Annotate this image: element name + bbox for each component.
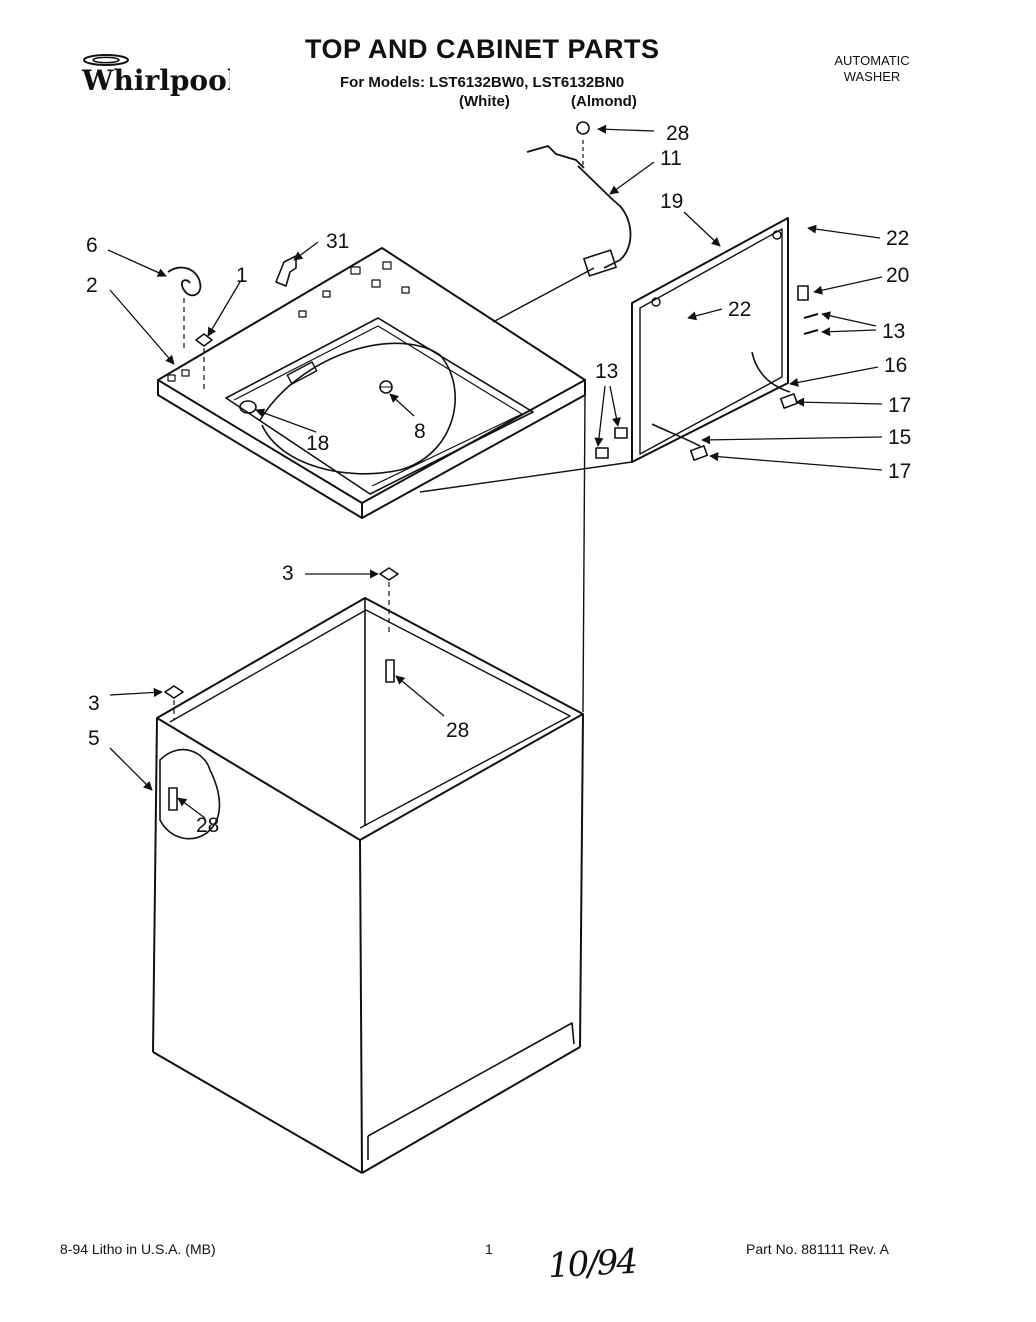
part-3-clips [164, 567, 399, 720]
callout-16: 16 [884, 354, 907, 377]
callout-17-lower: 17 [888, 460, 911, 483]
callout-18: 18 [306, 432, 329, 455]
variant-white: (White) [459, 93, 510, 110]
part-17-fittings [689, 393, 799, 461]
variant-almond: (Almond) [571, 93, 637, 110]
part-11-lid-switch-harness [526, 121, 632, 277]
page-title: TOP AND CABINET PARTS [305, 34, 660, 64]
callout-28-mid: 28 [446, 719, 469, 742]
callout-22-top: 22 [886, 227, 909, 250]
product-type-line-2: WASHER [843, 69, 901, 84]
callout-13-left: 13 [595, 360, 618, 383]
part-31-bracket [275, 255, 297, 287]
part-number: Part No. 881111 Rev. A [746, 1241, 889, 1257]
part-5-cabinet [152, 597, 584, 1174]
callout-1: 1 [236, 264, 248, 287]
part-1-clip [195, 333, 213, 390]
part-20-clip [797, 285, 809, 301]
brand-name: Whirlpool [81, 64, 230, 97]
washer-top-panel [157, 247, 586, 519]
page-number: 1 [485, 1241, 493, 1257]
part-6-hinge-clip [167, 266, 202, 352]
models-line: For Models: LST6132BW0, LST6132BN0 [340, 74, 625, 91]
callout-15: 15 [888, 426, 911, 449]
part-18-bumper [239, 400, 257, 414]
part-28-screws [168, 659, 395, 811]
callout-5: 5 [88, 727, 100, 750]
callout-19: 19 [660, 190, 683, 213]
part-13-screws [595, 312, 819, 459]
callout-2: 2 [86, 274, 98, 297]
callout-31: 31 [326, 230, 349, 253]
callout-3-upper: 3 [282, 562, 294, 585]
product-type-line-1: AUTOMATIC [834, 53, 910, 68]
part-19-rear-panel [631, 217, 789, 463]
callout-28-top: 28 [666, 122, 689, 145]
callout-13-right: 13 [882, 320, 905, 343]
callout-8: 8 [414, 420, 426, 443]
callout-28-lower: 28 [196, 814, 219, 837]
callout-6: 6 [86, 234, 98, 257]
part-8-screw [379, 380, 393, 394]
callout-22-mid: 22 [728, 298, 751, 321]
callout-3-lower: 3 [88, 692, 100, 715]
callout-11: 11 [660, 147, 682, 170]
litho-note: 8-94 Litho in U.S.A. (MB) [60, 1241, 216, 1257]
handwritten-date: 10/94 [547, 1241, 637, 1287]
part-16-hose [651, 351, 791, 447]
whirlpool-logo: Whirlpool [80, 52, 237, 102]
callout-17-upper: 17 [888, 394, 911, 417]
callout-20: 20 [886, 264, 909, 287]
